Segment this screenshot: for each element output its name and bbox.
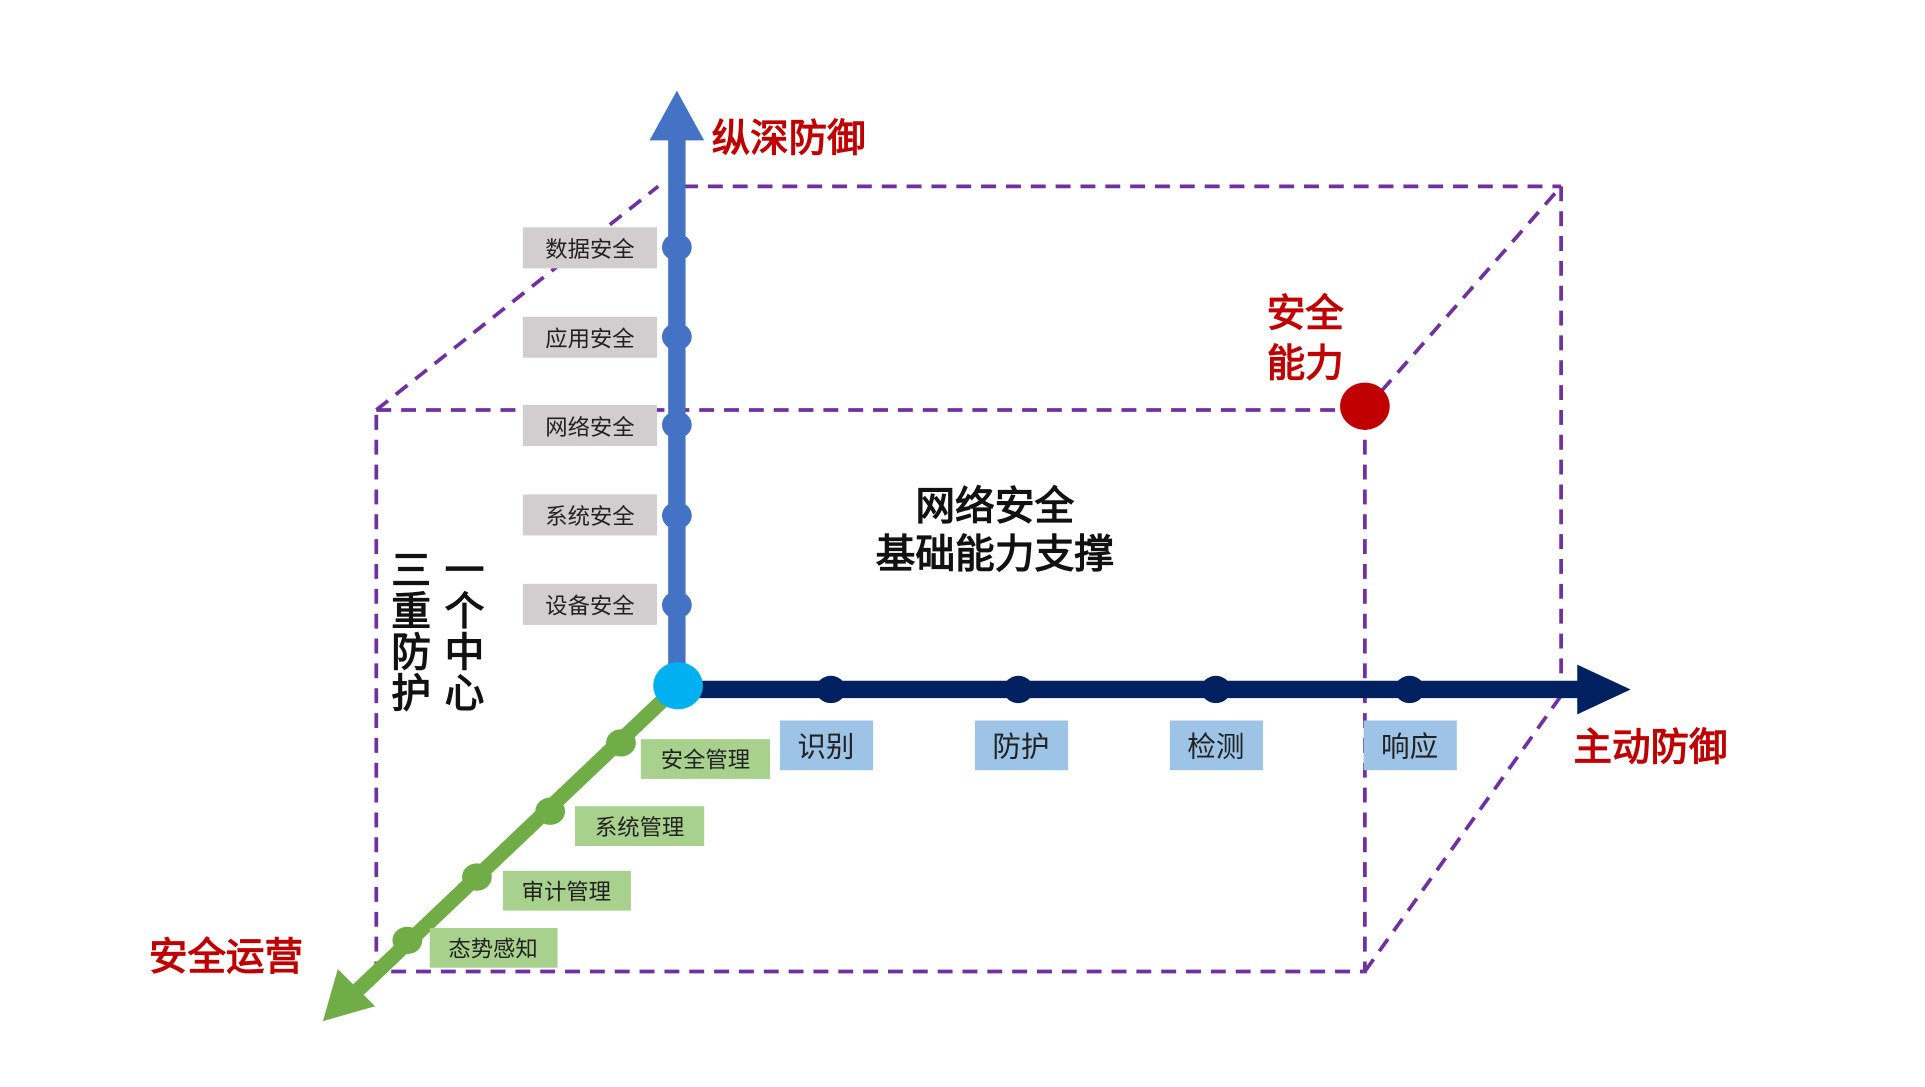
side-char: 三 [391, 548, 431, 594]
dashed-cube [374, 184, 1563, 974]
horizontal-axis-dot [1200, 675, 1231, 704]
point-label-line1: 安全 [1267, 292, 1344, 337]
diagonal-axis-title: 安全运营 [149, 935, 303, 980]
diagonal-axis-dot [535, 797, 566, 825]
side-char: 中 [445, 630, 485, 676]
diagonal-item-label: 安全管理 [661, 748, 750, 774]
horizontal-items: 识别 防护 检测 响应 [779, 675, 1457, 771]
vertical-axis-title: 纵深防御 [712, 117, 866, 162]
vertical-axis-dot [661, 233, 692, 261]
diagonal-item-label: 系统管理 [595, 815, 684, 841]
vertical-axis-dot [661, 591, 692, 619]
diagonal-axis-dot [392, 926, 423, 955]
vertical-axis-dot [661, 322, 692, 351]
vertical-item-label: 应用安全 [545, 327, 634, 353]
capability-point [1340, 382, 1390, 430]
diagonal-axis-dot [462, 863, 492, 891]
center-text-line2: 基础能力支撑 [876, 532, 1114, 578]
vertical-item-label: 数据安全 [545, 237, 634, 263]
horizontal-axis-dot [815, 675, 846, 704]
side-char: 个 [445, 589, 485, 635]
cube-diagonal-edge [1363, 694, 1563, 973]
vertical-item-label: 网络安全 [545, 415, 634, 441]
horizontal-arrowhead-icon [1577, 664, 1631, 715]
horizontal-axis-title: 主动防御 [1574, 725, 1728, 770]
side-char: 防 [391, 630, 431, 676]
side-char: 护 [391, 671, 431, 717]
vertical-arrowhead-icon [649, 90, 705, 141]
center-text-line1: 网络安全 [915, 483, 1074, 529]
side-char: 一 [445, 548, 485, 594]
vertical-axis-dot [661, 501, 692, 530]
horizontal-item-label: 响应 [1381, 730, 1438, 764]
horizontal-axis-dot [1003, 675, 1034, 704]
side-char: 重 [391, 589, 431, 635]
diagonal-item-label: 审计管理 [522, 879, 611, 905]
side-text-col1: 三 重 防 护 [391, 548, 431, 717]
vertical-axis-dot [661, 411, 692, 439]
side-char: 心 [445, 671, 485, 717]
horizontal-item-label: 防护 [992, 730, 1049, 764]
point-label-line2: 能力 [1267, 341, 1344, 386]
side-text-col2: 一 个 中 心 [445, 548, 485, 717]
diagonal-axis-dot [606, 729, 636, 757]
cube-diagonal-edge [375, 184, 660, 412]
cube-diagonal-edge [1363, 185, 1563, 412]
diagonal-item-label: 态势感知 [448, 937, 537, 963]
diagonal-arrowhead-icon [322, 968, 376, 1022]
origin-dot [653, 662, 703, 710]
vertical-item-label: 设备安全 [545, 594, 634, 620]
vertical-item-label: 系统安全 [545, 504, 634, 530]
horizontal-axis-dot [1394, 675, 1425, 704]
diagonal-items: 安全管理 系统管理 审计管理 态势感知 [392, 729, 770, 968]
horizontal-item-label: 识别 [797, 730, 854, 764]
vertical-items: 数据安全 应用安全 网络安全 系统安全 设备安全 [522, 227, 692, 625]
horizontal-item-label: 检测 [1187, 730, 1244, 764]
